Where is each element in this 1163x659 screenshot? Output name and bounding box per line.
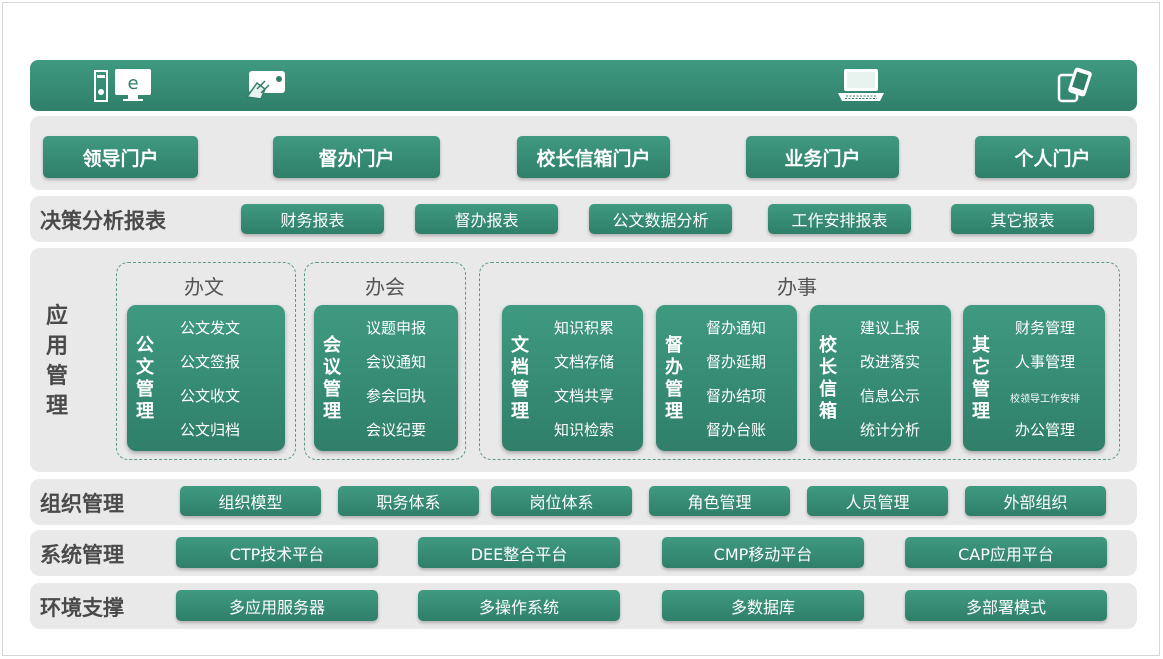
item-information-disclosure[interactable]: 信息公示: [860, 387, 921, 405]
cap-platform-button[interactable]: CAP应用平台: [905, 537, 1107, 568]
multi-os-button[interactable]: 多操作系统: [418, 590, 620, 621]
group-meetings-title: 办会: [365, 275, 405, 299]
card-title: 校长信箱: [819, 335, 837, 422]
group-affairs-title: 办事: [777, 275, 817, 299]
card-title: 督办管理: [665, 335, 683, 422]
card-title: 公文管理: [136, 335, 154, 422]
item-office-management[interactable]: 办公管理: [1015, 421, 1076, 439]
portal-personal-button[interactable]: 个人门户: [975, 136, 1130, 178]
device-icon-bar: e: [30, 60, 1137, 111]
personnel-management-button[interactable]: 人员管理: [807, 486, 948, 516]
portal-band: 领导门户 督办门户 校长信箱门户 业务门户 个人门户: [30, 116, 1137, 190]
group-meetings: 办会 会议管理 议题申报 会议通知 参会回执 会议纪要: [304, 262, 466, 460]
item-attendance-receipt[interactable]: 参会回执: [366, 387, 427, 405]
item-supervision-extension[interactable]: 督办延期: [706, 353, 767, 371]
desktop-ie-icon: e: [93, 68, 159, 102]
item-document-archive[interactable]: 公文归档: [180, 421, 241, 439]
item-suggestion-report[interactable]: 建议上报: [860, 319, 921, 337]
item-document-receive[interactable]: 公文收文: [180, 387, 241, 405]
report-work-schedule-button[interactable]: 工作安排报表: [768, 204, 911, 234]
group-documents-title: 办文: [184, 275, 224, 299]
laptop-icon: [836, 68, 886, 102]
card-title: 文档管理: [511, 335, 529, 422]
item-topic-declaration[interactable]: 议题申报: [366, 319, 427, 337]
portal-business-button[interactable]: 业务门户: [746, 136, 899, 178]
multi-deploy-button[interactable]: 多部署模式: [905, 590, 1107, 621]
dee-platform-button[interactable]: DEE整合平台: [418, 537, 620, 568]
system-band: 系统管理 CTP技术平台 DEE整合平台 CMP移动平台 CAP应用平台: [30, 530, 1137, 576]
portal-principal-mailbox-button[interactable]: 校长信箱门户: [517, 136, 670, 178]
report-finance-button[interactable]: 财务报表: [241, 204, 384, 234]
portal-supervision-button[interactable]: 督办门户: [273, 136, 440, 178]
group-affairs: 办事 文档管理 知识积累 文档存储 文档共享 知识检索 督办管理 督办通知 督办…: [479, 262, 1120, 460]
item-document-sharing[interactable]: 文档共享: [554, 387, 615, 405]
group-documents: 办文 公文管理 公文发文 公文签报 公文收文 公文归档: [116, 262, 296, 460]
app-band: 应用管理 办文 公文管理 公文发文 公文签报 公文收文 公文归档 办会 会议管理…: [30, 248, 1137, 472]
portal-leader-button[interactable]: 领导门户: [43, 136, 198, 178]
item-document-sign[interactable]: 公文签报: [180, 353, 241, 371]
cmp-platform-button[interactable]: CMP移动平台: [662, 537, 864, 568]
ie-letter: e: [127, 73, 138, 94]
system-label: 系统管理: [40, 543, 124, 567]
org-band: 组织管理 组织模型 职务体系 岗位体系 角色管理 人员管理 外部组织: [30, 479, 1137, 525]
item-document-issue[interactable]: 公文发文: [180, 319, 241, 337]
item-improvement-implementation[interactable]: 改进落实: [860, 353, 921, 371]
item-statistical-analysis[interactable]: 统计分析: [860, 421, 921, 439]
decision-label: 决策分析报表: [40, 209, 166, 233]
item-finance-management[interactable]: 财务管理: [1015, 319, 1076, 337]
item-knowledge-accumulation[interactable]: 知识积累: [554, 319, 615, 337]
card-tap-icon: [243, 68, 289, 102]
mobile-devices-icon: [1055, 67, 1095, 103]
item-supervision-closure[interactable]: 督办结项: [706, 387, 767, 405]
role-management-button[interactable]: 角色管理: [649, 486, 790, 516]
org-label: 组织管理: [40, 492, 124, 516]
org-model-button[interactable]: 组织模型: [180, 486, 321, 516]
item-supervision-ledger[interactable]: 督办台账: [706, 421, 767, 439]
env-band: 环境支撑 多应用服务器 多操作系统 多数据库 多部署模式: [30, 583, 1137, 629]
card-principal-mailbox: 校长信箱 建议上报 改进落实 信息公示 统计分析: [810, 305, 951, 451]
item-meeting-minutes[interactable]: 会议纪要: [366, 421, 427, 439]
item-meeting-notice[interactable]: 会议通知: [366, 353, 427, 371]
item-document-storage[interactable]: 文档存储: [554, 353, 615, 371]
app-label: 应用管理: [45, 304, 68, 419]
decision-band: 决策分析报表 财务报表 督办报表 公文数据分析 工作安排报表 其它报表: [30, 196, 1137, 242]
item-supervision-notice[interactable]: 督办通知: [706, 319, 767, 337]
env-label: 环境支撑: [40, 596, 124, 620]
multi-app-server-button[interactable]: 多应用服务器: [176, 590, 378, 621]
item-leader-schedule[interactable]: 校领导工作安排: [1010, 394, 1080, 405]
external-org-button[interactable]: 外部组织: [965, 486, 1106, 516]
card-archive-management: 文档管理 知识积累 文档存储 文档共享 知识检索: [502, 305, 643, 451]
card-document-management: 公文管理 公文发文 公文签报 公文收文 公文归档: [127, 305, 285, 451]
position-system-button[interactable]: 职务体系: [338, 486, 479, 516]
card-meeting-management: 会议管理 议题申报 会议通知 参会回执 会议纪要: [314, 305, 458, 451]
card-other-management: 其它管理 财务管理 人事管理 校领导工作安排 办公管理: [963, 305, 1105, 451]
card-title: 会议管理: [323, 335, 341, 422]
post-system-button[interactable]: 岗位体系: [491, 486, 632, 516]
report-document-analysis-button[interactable]: 公文数据分析: [589, 204, 732, 234]
report-other-button[interactable]: 其它报表: [951, 204, 1094, 234]
item-knowledge-search[interactable]: 知识检索: [554, 421, 615, 439]
multi-database-button[interactable]: 多数据库: [662, 590, 864, 621]
report-supervision-button[interactable]: 督办报表: [415, 204, 558, 234]
ctp-platform-button[interactable]: CTP技术平台: [176, 537, 378, 568]
item-hr-management[interactable]: 人事管理: [1015, 353, 1076, 371]
card-supervision-management: 督办管理 督办通知 督办延期 督办结项 督办台账: [656, 305, 797, 451]
card-title: 其它管理: [972, 335, 990, 422]
